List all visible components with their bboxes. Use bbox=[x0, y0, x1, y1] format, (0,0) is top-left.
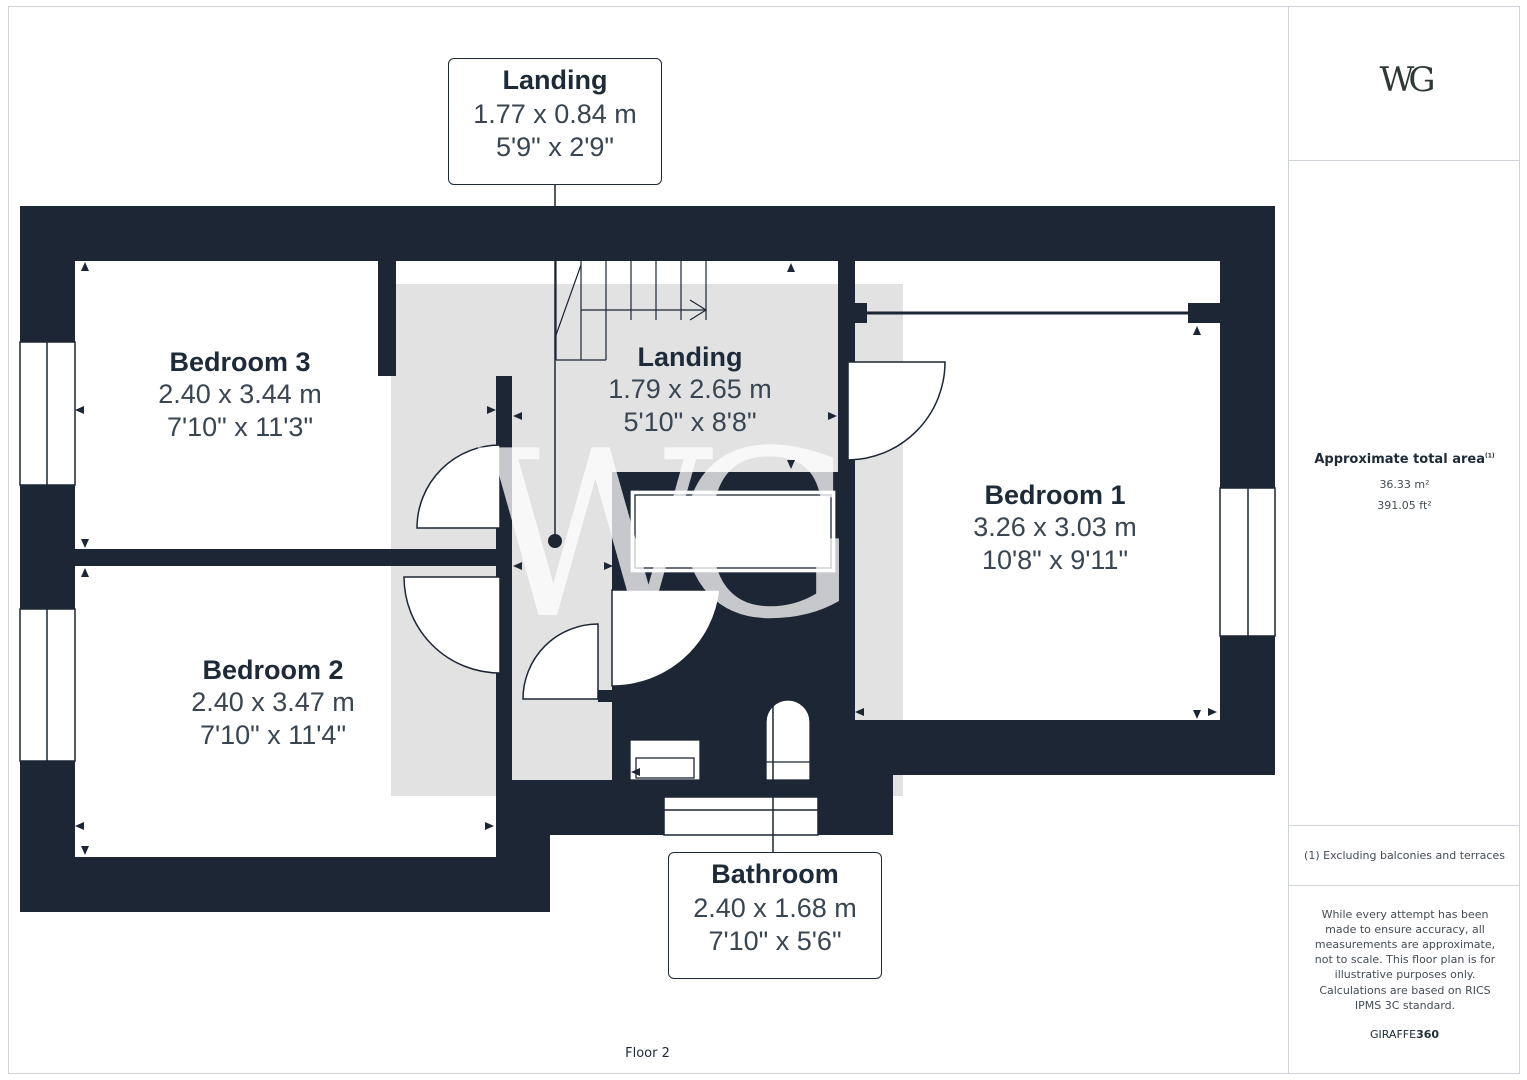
room-name: Landing bbox=[637, 342, 743, 372]
logo: WG bbox=[1379, 60, 1435, 100]
area-label: Approximate total area(1) bbox=[1289, 452, 1520, 467]
door-bedroom3 bbox=[416, 444, 501, 529]
doors bbox=[403, 361, 946, 700]
room-name: Bedroom 3 bbox=[169, 347, 311, 377]
divider bbox=[1289, 825, 1520, 826]
divider bbox=[1289, 885, 1520, 886]
staircase bbox=[555, 261, 708, 361]
callout-name: Landing bbox=[502, 65, 608, 95]
sidebar: WG Approximate total area(1) 36.33 m² 39… bbox=[1288, 6, 1520, 1074]
area-sqm: 36.33 m² bbox=[1379, 478, 1430, 491]
landing-leader-dot bbox=[548, 534, 562, 548]
room-metric: 1.79 x 2.65 m bbox=[608, 374, 772, 404]
plan-frame bbox=[8, 6, 1520, 1074]
callout-landing: Landing 1.77 x 0.84 m 5'9" x 2'9" bbox=[448, 58, 662, 185]
window-bathroom bbox=[663, 796, 819, 836]
bathtub bbox=[629, 489, 837, 574]
room-name: Bedroom 2 bbox=[202, 655, 344, 685]
basin bbox=[629, 739, 701, 781]
floor-plan: WG bbox=[19, 184, 1276, 912]
callout-imperial: 7'10" x 5'6" bbox=[708, 926, 842, 956]
door-bedroom2 bbox=[403, 576, 501, 674]
brand-mark: GIRAFFE360 bbox=[1289, 1028, 1520, 1041]
callout-imperial: 5'9" x 2'9" bbox=[495, 132, 615, 162]
watermark: WG bbox=[477, 403, 839, 670]
callout-metric: 1.77 x 0.84 m bbox=[473, 99, 637, 129]
brand-prefix: GIRAFFE bbox=[1369, 1028, 1417, 1041]
room-imperial: 7'10" x 11'3" bbox=[166, 412, 314, 442]
dimension-arrows bbox=[75, 262, 1217, 855]
windows bbox=[19, 341, 1276, 836]
callout-name: Bathroom bbox=[711, 859, 839, 889]
toilet bbox=[765, 699, 811, 781]
room-label-landing: Landing 1.79 x 2.65 m 5'10" x 8'8" bbox=[560, 342, 820, 439]
area-label-text: Approximate total area bbox=[1314, 452, 1485, 467]
floor-label: Floor 2 bbox=[625, 1046, 670, 1061]
callout-bathroom: Bathroom 2.40 x 1.68 m 7'10" x 5'6" bbox=[668, 852, 882, 979]
bathroom-leader-dot bbox=[766, 649, 780, 663]
room-label-bedroom2: Bedroom 2 2.40 x 3.47 m 7'10" x 11'4" bbox=[143, 655, 403, 752]
room-metric: 2.40 x 3.44 m bbox=[158, 379, 322, 409]
wardrobe bbox=[855, 303, 1220, 323]
calculation-note: Calculations are based on RICS IPMS 3C s… bbox=[1319, 984, 1491, 1012]
door-bedroom1 bbox=[847, 361, 946, 461]
room-imperial: 10'8" x 9'11" bbox=[981, 545, 1129, 575]
disclaimer-text: While every attempt has been made to ens… bbox=[1314, 908, 1496, 981]
bath-fixtures bbox=[629, 489, 837, 781]
footnote: (1) Excluding balconies and terraces bbox=[1304, 849, 1505, 862]
room-imperial: 5'10" x 8'8" bbox=[623, 407, 757, 437]
area-note-marker: (1) bbox=[1484, 452, 1495, 460]
brand-suffix: 360 bbox=[1416, 1028, 1440, 1041]
room-metric: 2.40 x 3.47 m bbox=[191, 687, 355, 717]
callout-leaders bbox=[554, 184, 774, 852]
room-imperial: 7'10" x 11'4" bbox=[199, 720, 347, 750]
room-label-bedroom3: Bedroom 3 2.40 x 3.44 m 7'10" x 11'3" bbox=[110, 347, 370, 444]
room-label-bedroom1: Bedroom 1 3.26 x 3.03 m 10'8" x 9'11" bbox=[925, 480, 1185, 577]
door-store bbox=[522, 623, 599, 700]
room-metric: 3.26 x 3.03 m bbox=[973, 512, 1137, 542]
callout-metric: 2.40 x 1.68 m bbox=[693, 893, 857, 923]
door-bathroom bbox=[611, 589, 721, 687]
area-sqft: 391.05 ft² bbox=[1377, 499, 1432, 512]
divider bbox=[1289, 160, 1520, 161]
room-name: Bedroom 1 bbox=[984, 480, 1126, 510]
